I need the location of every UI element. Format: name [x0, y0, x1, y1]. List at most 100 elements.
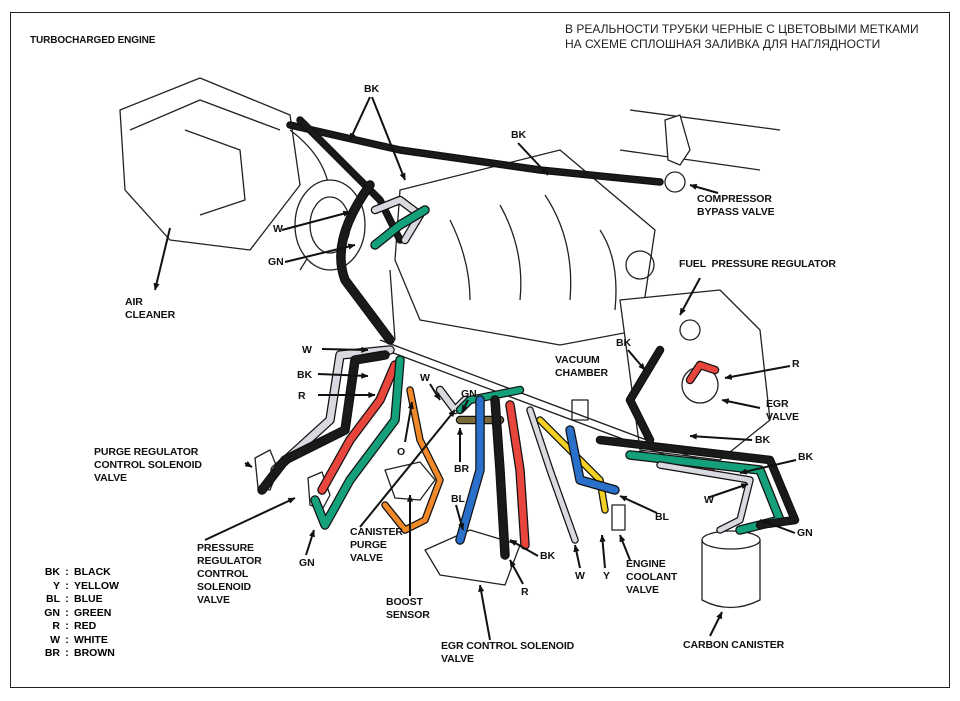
label-engine-coolant-valve: ENGINE COOLANT VALVE	[626, 558, 678, 596]
legend-separator: :	[65, 579, 69, 592]
label-carbon-canister: CARBON CANISTER	[683, 639, 785, 651]
tag-br-center: BR	[454, 463, 469, 475]
hose-bk	[258, 351, 389, 494]
legend-separator: :	[65, 633, 69, 646]
leader-line	[204, 497, 296, 541]
label-purge-regulator: PURGE REGULATOR CONTROL SOLENOID VALVE	[94, 446, 202, 484]
legend-separator: :	[65, 566, 69, 578]
legend-item: BK:BLACK	[34, 566, 119, 580]
tag-gn-turbo: GN	[268, 256, 284, 268]
leader-line	[349, 96, 371, 141]
manifold-runner	[499, 204, 522, 301]
label-fuel-pressure-regulator: FUEL PRESSURE REGULATOR	[679, 258, 836, 270]
hose-gn	[626, 451, 784, 534]
hose-bk	[337, 181, 394, 344]
arrowhead-icon	[433, 392, 441, 401]
arrowhead-icon	[153, 282, 160, 291]
tag-w-right: W	[704, 494, 714, 506]
boost-sensor	[384, 461, 436, 501]
legend-item: R:RED	[34, 620, 119, 634]
arrowhead-icon	[349, 132, 356, 141]
leader-line	[284, 244, 356, 263]
tag-w-center: W	[420, 372, 430, 384]
diagram-frame	[10, 12, 950, 688]
compressor-pipe	[619, 149, 761, 171]
arrowhead-icon	[407, 401, 414, 410]
arrowhead-icon	[399, 172, 406, 181]
label-air-cleaner: AIR CLEANER	[125, 296, 176, 321]
tag-r-bottom: R	[521, 586, 529, 598]
legend-code: BL	[46, 593, 60, 605]
arrowhead-icon	[509, 539, 518, 547]
tag-bk-egr: BK	[755, 434, 770, 446]
tag-y-bottom: Y	[603, 570, 610, 582]
vacuum-chamber	[571, 399, 589, 421]
arrowhead-icon	[368, 391, 376, 399]
intake-manifold	[394, 149, 656, 346]
tag-r-egr: R	[792, 358, 800, 370]
arrowhead-icon	[309, 529, 315, 538]
legend-color-name: WHITE	[74, 633, 108, 646]
hose-w	[372, 197, 423, 243]
hose-gn	[311, 356, 404, 529]
hose-y	[537, 417, 608, 513]
leader-line	[619, 495, 658, 514]
legend-code: Y	[52, 579, 60, 592]
arrowhead-icon	[244, 460, 253, 468]
legend-separator: :	[65, 593, 69, 605]
tag-bk-fpr: BK	[616, 337, 631, 349]
carbon-canister-top	[701, 530, 761, 550]
tag-bk-right: BK	[798, 451, 813, 463]
leader-line	[404, 401, 413, 443]
tag-o-center: O	[397, 446, 406, 458]
tag-bk-top: BK	[364, 83, 379, 95]
tag-bk-left: BK	[297, 369, 312, 381]
arrowhead-icon	[458, 522, 465, 531]
arrowhead-icon	[759, 519, 768, 526]
arrowhead-icon	[689, 183, 698, 190]
note-line-1: В РЕАЛЬНОСТИ ТРУБКИ ЧЕРНЫЕ С ЦВЕТОВЫМИ М…	[565, 22, 919, 36]
legend-item: GN:GREEN	[34, 607, 119, 621]
label-vacuum-chamber: VACUUM CHAMBER	[555, 354, 608, 379]
tag-bk-mid: BK	[511, 129, 526, 141]
leader-line	[479, 584, 491, 641]
tag-bk-bottom: BK	[540, 550, 555, 562]
note-line-2: НА СХЕМЕ СПЛОШНАЯ ЗАЛИВКА ДЛЯ НАГЛЯДНОСТ…	[565, 37, 881, 51]
arrowhead-icon	[461, 404, 468, 413]
arrowhead-icon	[573, 544, 580, 553]
legend-separator: :	[65, 620, 69, 632]
legend-item: Y:YELLOW	[34, 580, 119, 594]
leader-line	[371, 96, 406, 181]
legend-code: GN	[44, 606, 60, 619]
legend-code: W	[50, 633, 60, 646]
leader-line	[517, 142, 549, 176]
fuel-pressure-regulator	[679, 319, 701, 341]
legend-color-name: BLACK	[74, 566, 111, 578]
tag-gn-center: GN	[461, 388, 477, 400]
legend-item: BR:BROWN	[34, 647, 119, 661]
hose-gn	[371, 206, 429, 249]
compressor-pipe	[629, 109, 781, 131]
hose-w	[527, 407, 578, 543]
tag-gn-right: GN	[797, 527, 813, 539]
leader-line	[317, 373, 369, 377]
engine-coolant-valve	[611, 504, 626, 531]
manifold-runner	[544, 194, 572, 301]
manifold-runner	[599, 229, 617, 311]
legend-code: BR	[44, 647, 60, 659]
arrowhead-icon	[406, 494, 414, 502]
hose-o	[382, 387, 443, 533]
legend-code: R	[52, 620, 60, 632]
hose-r	[506, 401, 529, 549]
arrowhead-icon	[638, 362, 646, 371]
air-cleaner-detail	[129, 99, 281, 131]
hose-bk	[287, 122, 663, 185]
tag-w-bottom: W	[575, 570, 585, 582]
hose-bk	[597, 437, 798, 528]
hose-w	[657, 462, 753, 533]
leader-line	[321, 348, 369, 351]
air-cleaner-detail	[184, 129, 246, 216]
leader-line	[281, 211, 351, 231]
label-canister-purge-valve: CANISTER PURGE VALVE	[350, 526, 403, 564]
